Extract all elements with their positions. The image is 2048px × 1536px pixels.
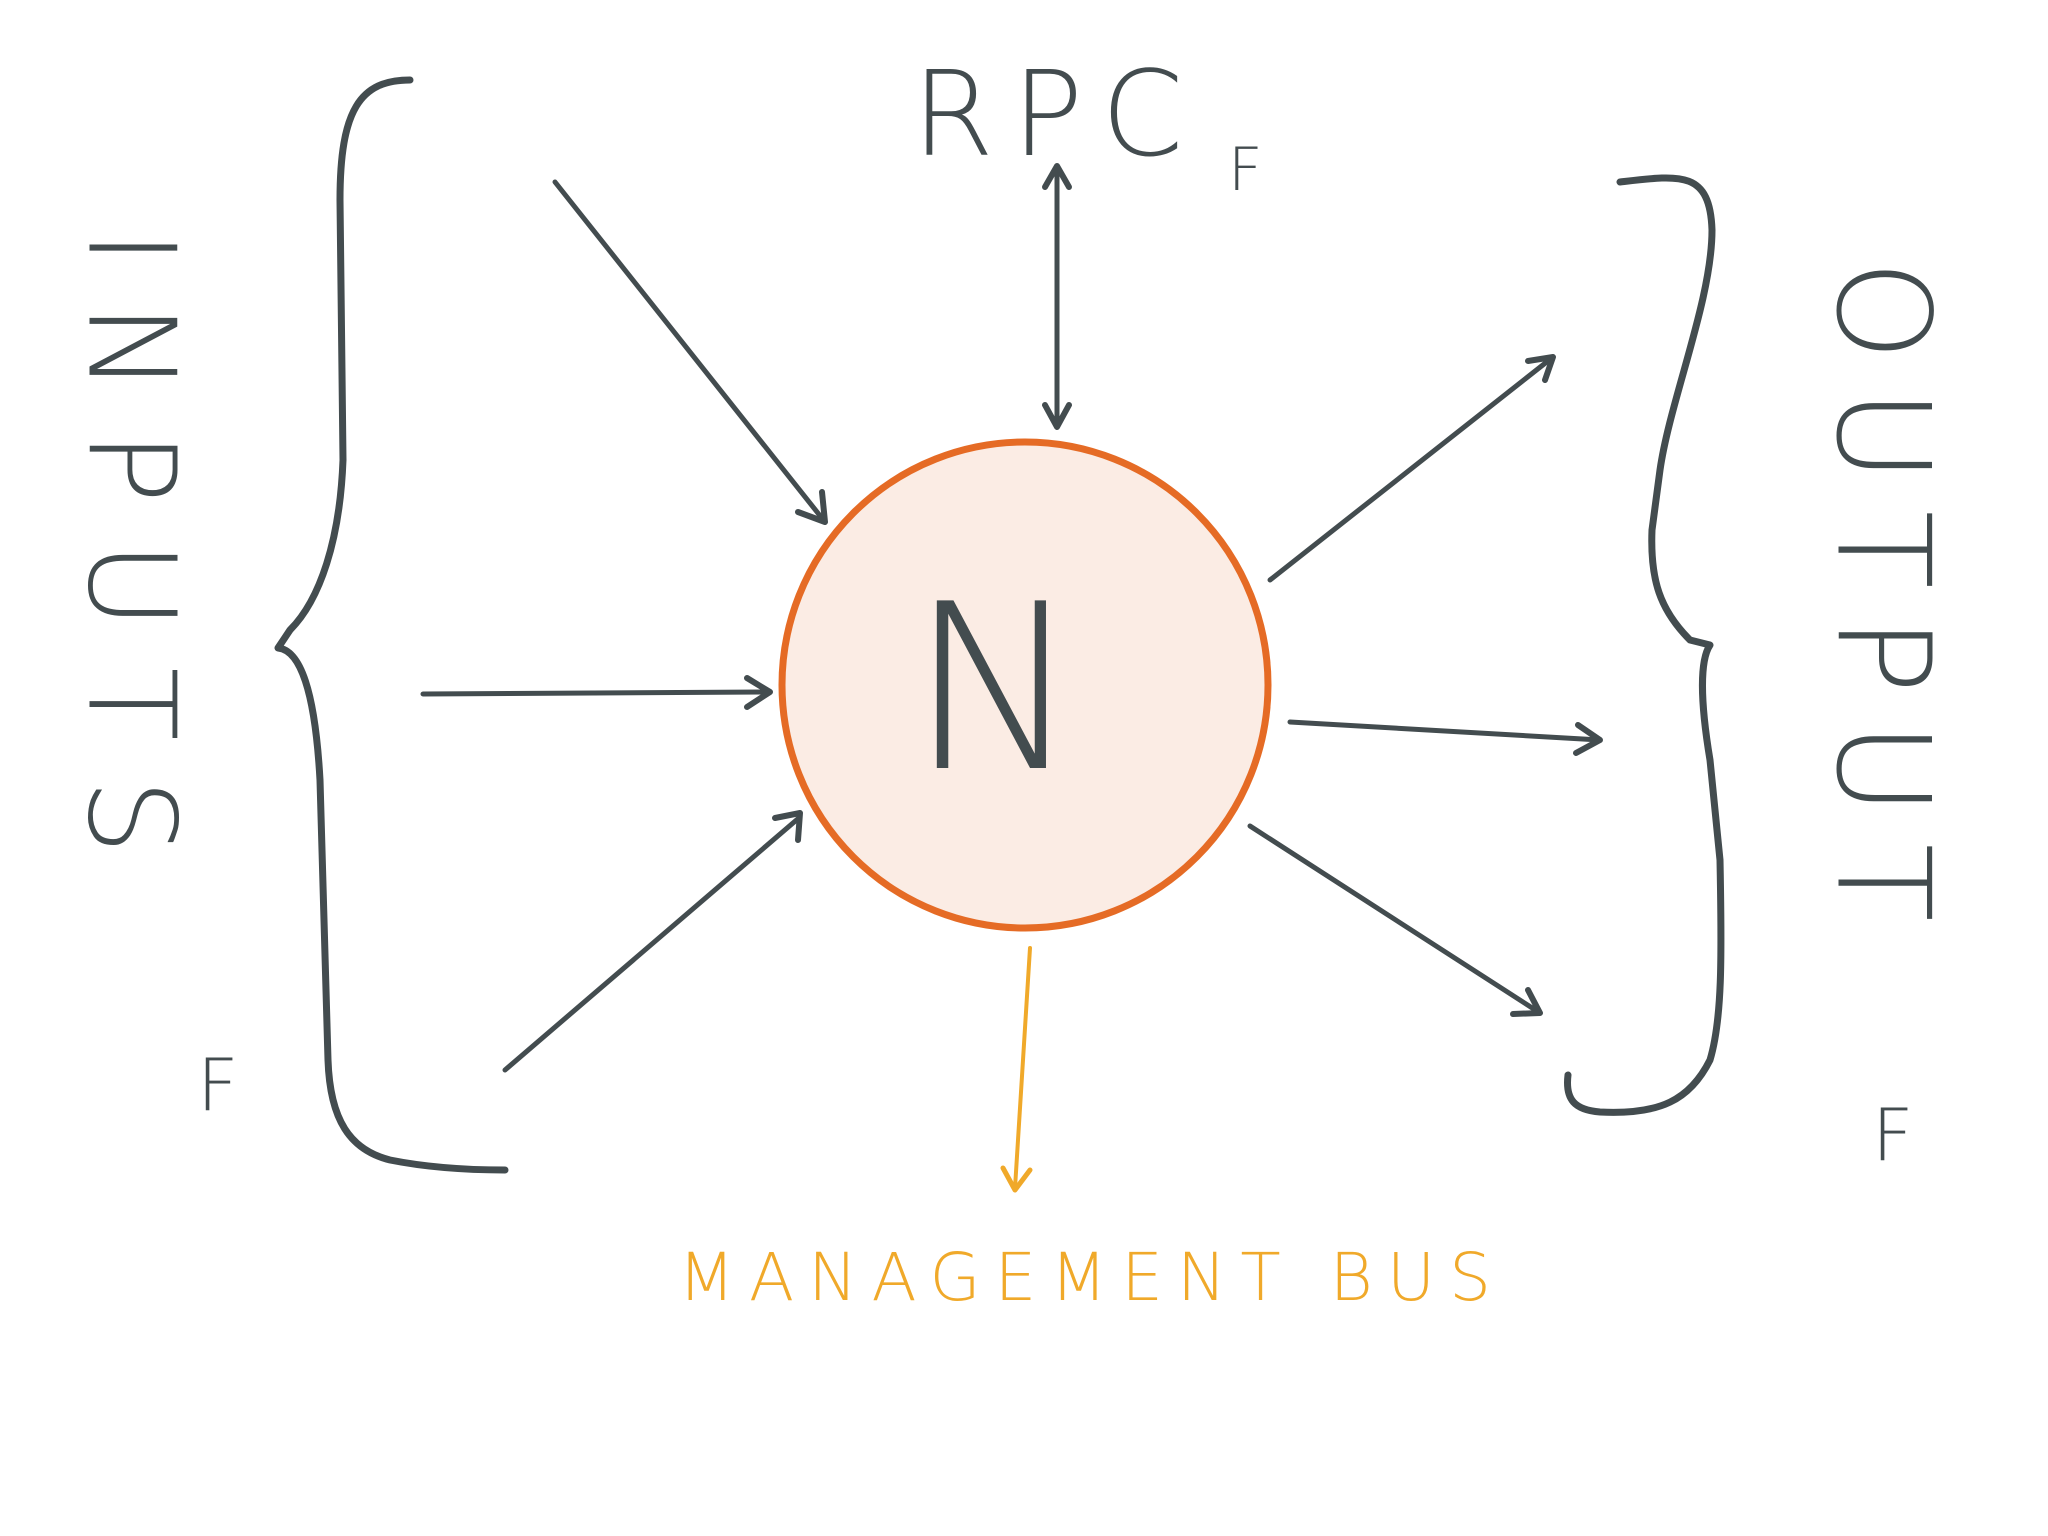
outputs-brace [1563,174,1725,1116]
inputs-label: INPUTS [61,230,200,893]
output-arrow-bottom [1247,823,1543,1017]
input-arrow-top [552,179,828,525]
inputs-subscript: F [197,1043,238,1127]
input-arrow-bottom [502,810,803,1073]
rpc-subscript: F [1228,135,1263,205]
inputs-brace [274,76,509,1174]
management-bus-label: MANAGEMENT BUS [678,1239,1505,1316]
rpc-label: RPC [912,45,1202,183]
central-node [778,438,1272,932]
outputs-label: OUTPUT [1808,260,1957,950]
node-label: N [909,556,1081,823]
output-arrow-middle [1287,719,1603,756]
management-bus-arrow [1000,946,1033,1193]
input-arrow-middle [420,675,773,710]
output-arrow-top [1267,354,1556,583]
rpc-bidirectional-arrow [1042,163,1072,430]
outputs-subscript: F [1872,1093,1913,1177]
